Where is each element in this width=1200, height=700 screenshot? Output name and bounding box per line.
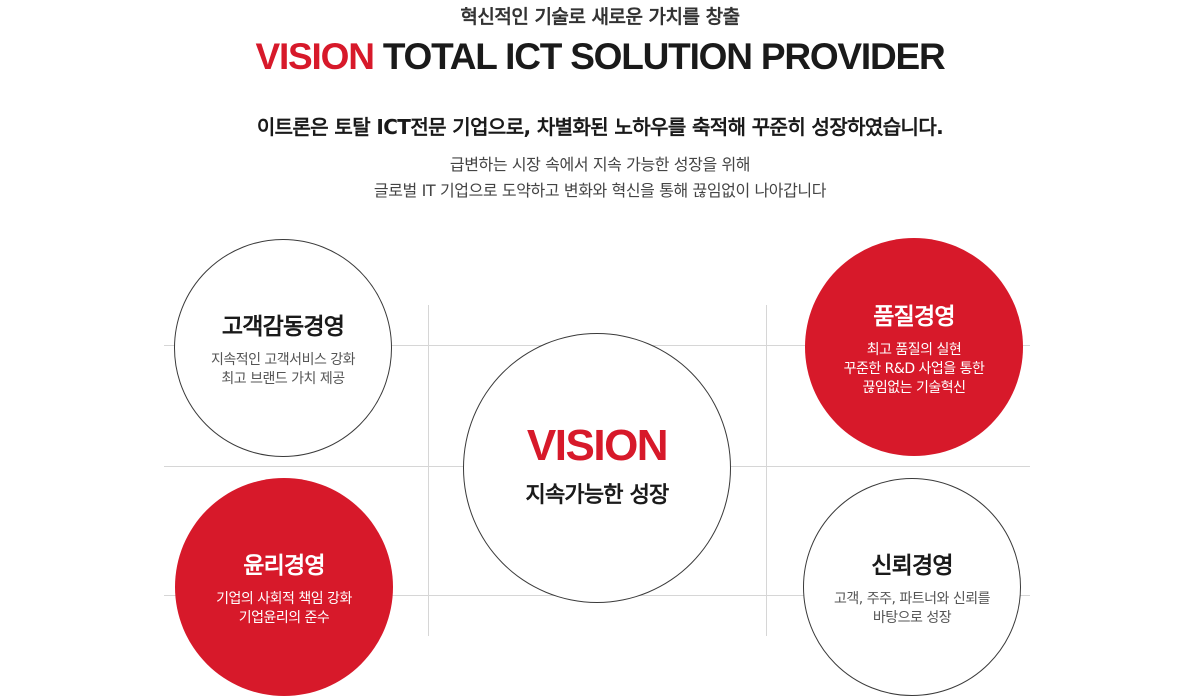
value-title: 신뢰경영 xyxy=(871,553,953,579)
value-line: 끊임없는 기술혁신 xyxy=(862,379,966,396)
value-description: 기업의 사회적 책임 강화 기업윤리의 준수 xyxy=(216,590,352,628)
description-line: 글로벌 IT 기업으로 도약하고 변화와 혁신을 통해 끊임없이 나아갑니다 xyxy=(373,181,827,200)
value-title: 고객감동경영 xyxy=(221,314,345,340)
value-description: 지속적인 고객서비스 강화 최고 브랜드 가치 제공 xyxy=(210,351,356,389)
company-lead: 이트론은 토탈 ICT전문 기업으로, 차별화된 노하우를 축적해 꾸준히 성장… xyxy=(256,115,944,139)
vision-headline: VISION TOTAL ICT SOLUTION PROVIDER xyxy=(0,36,1200,78)
headline-rest: TOTAL ICT SOLUTION PROVIDER xyxy=(382,36,946,77)
center-vision-title: VISION xyxy=(526,421,669,470)
section-eyebrow: 혁신적인 기술로 새로운 가치를 창출 xyxy=(460,6,740,28)
value-title: 품질경영 xyxy=(873,303,955,330)
value-line: 바탕으로 성장 xyxy=(872,610,952,626)
value-line: 기업의 사회적 책임 강화 xyxy=(216,591,352,607)
value-circle-trust: 신뢰경영 고객, 주주, 파트너와 신뢰를 바탕으로 성장 xyxy=(803,478,1021,696)
value-circle-quality: 품질경영 최고 품질의 실현 꾸준한 R&D 사업을 통한 끊임없는 기술혁신 xyxy=(805,238,1023,456)
vision-center-circle: VISION 지속가능한 성장 xyxy=(463,333,731,603)
value-line: 최고 품질의 실현 xyxy=(866,341,962,358)
value-circle-ethics: 윤리경영 기업의 사회적 책임 강화 기업윤리의 준수 xyxy=(175,478,393,696)
center-vision-subtitle: 지속가능한 성장 xyxy=(525,483,670,508)
value-line: 기업윤리의 준수 xyxy=(238,610,330,626)
grid-line-left xyxy=(428,305,429,636)
headline-accent: VISION xyxy=(255,36,375,77)
value-title: 윤리경영 xyxy=(243,553,325,579)
description-line: 급변하는 시장 속에서 지속 가능한 성장을 위해 xyxy=(449,155,751,174)
value-line: 최고 브랜드 가치 제공 xyxy=(221,371,345,387)
company-description: 급변하는 시장 속에서 지속 가능한 성장을 위해 글로벌 IT 기업으로 도약… xyxy=(0,152,1200,204)
value-line: 꾸준한 R&D 사업을 통한 xyxy=(843,360,985,377)
value-description: 최고 품질의 실현 꾸준한 R&D 사업을 통한 끊임없는 기술혁신 xyxy=(844,341,985,398)
grid-line-right xyxy=(766,305,767,636)
value-line: 지속적인 고객서비스 강화 xyxy=(210,352,356,368)
value-circle-customer: 고객감동경영 지속적인 고객서비스 강화 최고 브랜드 가치 제공 xyxy=(174,239,392,457)
value-line: 고객, 주주, 파트너와 신뢰를 xyxy=(834,591,990,607)
value-description: 고객, 주주, 파트너와 신뢰를 바탕으로 성장 xyxy=(834,590,990,628)
